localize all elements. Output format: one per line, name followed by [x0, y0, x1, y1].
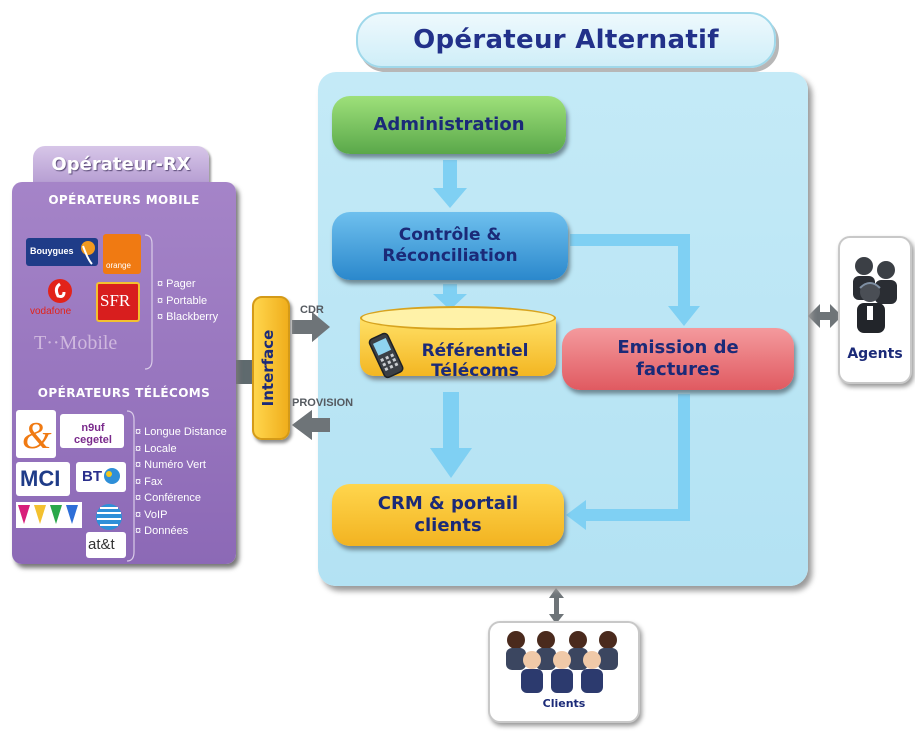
referentiel-to-crm-arrow-overlay [430, 392, 472, 478]
bt-globe-icon [104, 468, 120, 484]
administration-label: Administration [373, 113, 525, 135]
telecom-services-list: ¤ Longue Distance ¤ Locale ¤ Numéro Vert… [135, 424, 227, 540]
operateur-rx-tab: Opérateur-RX [33, 146, 209, 182]
controle-to-emission-arrow-overlay [570, 234, 700, 326]
emission-label-line2: factures [636, 359, 720, 380]
bouygues-logo-text: Bouygues [30, 246, 74, 256]
bt-logo-text: BT [82, 468, 102, 485]
mobile-service-item: ¤ Portable [157, 294, 208, 307]
interface-bar [252, 296, 290, 440]
administration-box: Administration [332, 96, 566, 154]
emission-factures-box: Emission de factures [562, 328, 794, 390]
colt-flags-logo-icon [16, 502, 82, 528]
telecom-service-item: ¤ Locale [135, 442, 177, 455]
crm-label-line2: clients [414, 515, 482, 536]
mobile-services-list: ¤ Pager ¤ Portable ¤ Blackberry [157, 276, 218, 326]
clients-label: Clients [542, 697, 586, 710]
mobile-operators-title: OPÉRATEURS MOBILE [48, 193, 200, 207]
telecom-service-item: ¤ VoIP [135, 508, 168, 521]
mci-logo-text: MCI [20, 466, 61, 491]
agents-label: Agents [847, 346, 903, 362]
neuf-cegetel-logo-text: n9uf cegetel [74, 422, 112, 446]
cdr-arrow-overlay [292, 312, 330, 342]
att-globe-icon [96, 504, 122, 530]
referentiel-label-line2: Télécoms [431, 360, 519, 381]
vodafone-logo-mark-icon [48, 279, 72, 303]
orange-logo-text: orange [106, 261, 131, 270]
rx-interface-connector [232, 360, 252, 384]
crm-label-line1: CRM & portail [377, 492, 519, 514]
mci-logo [16, 462, 70, 496]
admin-to-controle-arrow-overlay [433, 160, 467, 208]
provision-arrow-overlay [292, 410, 330, 440]
clients-double-arrow [549, 588, 564, 624]
controle-to-referentiel-arrow-overlay [433, 284, 467, 310]
svg-text:&: & [22, 415, 52, 457]
telecom-service-item: ¤ Numéro Vert [135, 459, 206, 471]
controle-reconciliation-box: Contrôle & Réconciliation [332, 212, 568, 280]
controle-label-line2: Réconciliation [382, 246, 518, 266]
crm-portail-box: CRM & portail clients [332, 484, 564, 546]
telecom-service-item: ¤ Longue Distance [135, 426, 227, 438]
mobile-service-item: ¤ Pager [157, 278, 196, 290]
interface-label: Interface [259, 329, 277, 407]
telecom-service-item: ¤ Fax [135, 475, 163, 488]
neuf-cegetel-logo [60, 414, 124, 448]
att-logo-text: at&t [88, 536, 115, 553]
tmobile-logo-text: T··Mobile [34, 332, 118, 354]
agents-double-arrow [808, 304, 842, 328]
diagram-title: Opérateur Alternatif [356, 12, 776, 68]
clients-people-icon [506, 631, 618, 693]
orange-logo [103, 234, 141, 274]
referentiel-label-line1: Référentiel [421, 341, 529, 361]
referentiel-label: Référentiel Télécoms [400, 341, 550, 381]
emission-label-line1: Emission de [617, 336, 739, 358]
mobile-service-item: ¤ Blackberry [157, 311, 219, 323]
sfr-logo-text: SFR [100, 291, 131, 310]
emission-to-crm-arrow-overlay [566, 394, 690, 530]
free-ampersand-logo-icon: & [16, 410, 56, 458]
controle-label-line1: Contrôle & [398, 224, 502, 245]
att-logo [86, 532, 126, 558]
vodafone-logo-text: vodafone [30, 306, 72, 317]
mobile-phone-icon [368, 332, 404, 379]
telecom-service-item: ¤ Données [135, 525, 189, 537]
telecom-service-item: ¤ Conférence [135, 492, 202, 504]
agents-people-icon [853, 257, 897, 333]
provision-label: PROVISION [292, 397, 354, 409]
cdr-label: CDR [300, 304, 324, 316]
telecom-bracket [126, 410, 135, 562]
referentiel-cylinder-top [360, 306, 556, 330]
telecom-operators-title: OPÉRATEURS TÉLÉCOMS [37, 386, 211, 400]
sfr-logo [96, 282, 140, 322]
mobile-bracket [144, 234, 153, 370]
bouygues-logo-mark-icon [81, 241, 95, 265]
